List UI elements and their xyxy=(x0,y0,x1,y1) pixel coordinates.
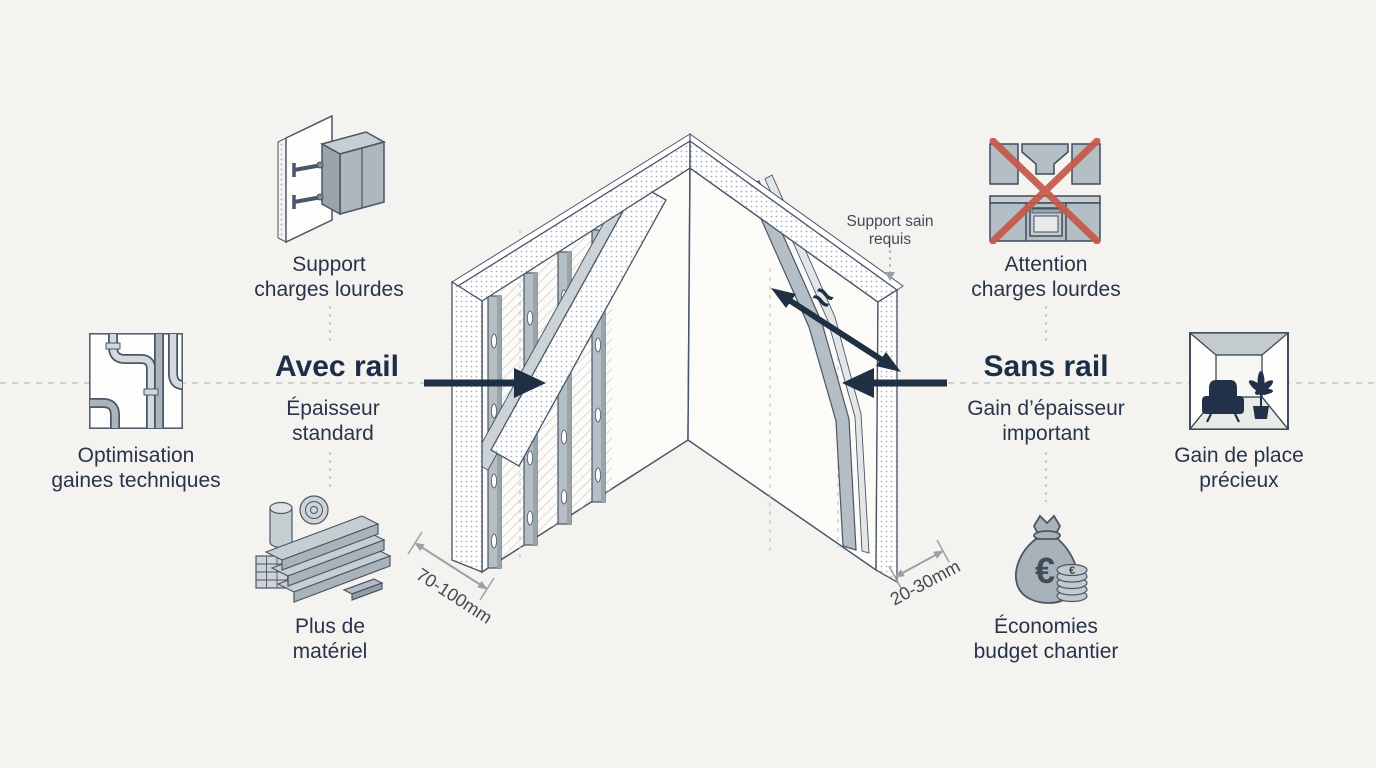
label-line: précieux xyxy=(1199,469,1279,492)
title-avec-rail: Avec rail xyxy=(275,350,399,383)
dashed-connectors xyxy=(329,306,1047,502)
label-support-charges: Support charges lourdes xyxy=(254,252,403,302)
pipes-icon xyxy=(89,333,183,429)
subtitle-avec-rail: Épaisseur standard xyxy=(286,396,379,446)
room-icon xyxy=(1189,332,1289,430)
right-wall-sans-rail xyxy=(687,133,904,584)
coin-stack xyxy=(1056,563,1088,603)
label-plus-materiel: Plus de matériel xyxy=(293,614,368,664)
subtitle-sans-rail: Gain d’épaisseur important xyxy=(967,396,1125,446)
label-gain-place: Gain de place précieux xyxy=(1174,443,1304,493)
label-line: matériel xyxy=(292,640,368,663)
red-cross-icon xyxy=(989,138,1101,244)
wall-mount-icon xyxy=(270,108,390,246)
euro-on-coin: € xyxy=(1069,565,1075,577)
label-line: Gain de place xyxy=(1174,444,1304,467)
left-wall-avec-rail xyxy=(451,133,691,574)
dimension-right: 20-30mm xyxy=(887,539,963,609)
arrow-sans xyxy=(842,368,947,398)
support-note-line2: requis xyxy=(869,231,911,248)
label-attention-charges: Attention charges lourdes xyxy=(971,252,1120,302)
label-line: Plus de xyxy=(294,615,366,638)
label-gaines-techniques: Optimisation gaines techniques xyxy=(51,443,220,493)
label-line: Support xyxy=(292,253,366,276)
label-line: gaines techniques xyxy=(51,469,221,492)
kitchen-crossed-icon xyxy=(988,138,1102,244)
armchair-silhouette xyxy=(1202,380,1244,423)
subtitle-line: standard xyxy=(292,422,374,445)
subtitle-line: important xyxy=(1002,422,1090,445)
arrow-avec xyxy=(424,368,546,398)
left-wall-board-strip xyxy=(490,183,667,467)
euro-on-bag: € xyxy=(1035,550,1055,591)
savings-icon: € € xyxy=(1000,512,1100,607)
bracket-pins xyxy=(292,161,324,209)
label-line: Économies xyxy=(994,615,1098,638)
label-line: Attention xyxy=(1004,253,1088,276)
label-line: budget chantier xyxy=(973,640,1119,663)
title-sans-rail: Sans rail xyxy=(983,350,1109,383)
plant-silhouette xyxy=(1248,371,1274,419)
support-note-line1: Support sain xyxy=(846,213,933,230)
materials-icon xyxy=(250,492,402,610)
cabinet-box xyxy=(320,131,386,216)
right-wall-end-cap xyxy=(875,288,898,584)
subtitle-line: Gain d’épaisseur xyxy=(967,397,1125,420)
label-line: charges lourdes xyxy=(971,278,1121,301)
left-wall-end-cap xyxy=(451,280,483,573)
subtitle-line: Épaisseur xyxy=(286,397,380,420)
label-economies: Économies budget chantier xyxy=(974,614,1119,664)
label-line: Optimisation xyxy=(77,444,195,467)
support-note: Support sain requis xyxy=(846,213,934,281)
thickness-arrow xyxy=(771,288,901,372)
label-line: charges lourdes xyxy=(254,278,404,301)
